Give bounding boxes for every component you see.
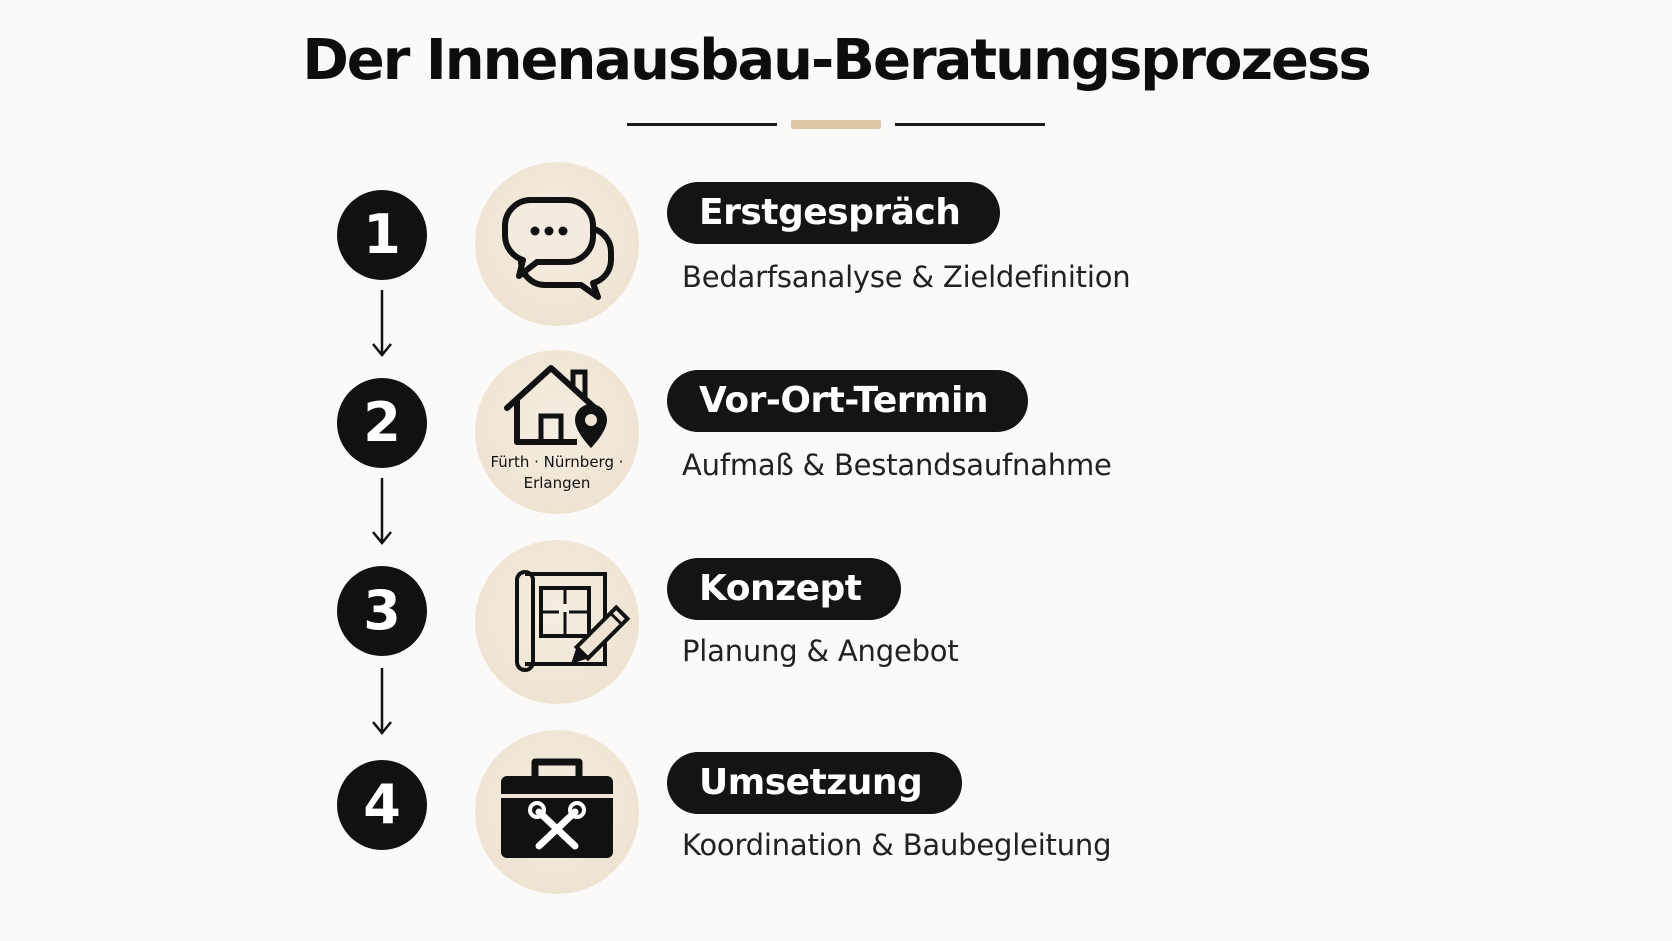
step-description: Planung & Angebot bbox=[682, 634, 959, 668]
step-number-badge: 4 bbox=[337, 760, 427, 850]
house-location-icon: Fürth · Nürnberg · Erlangen bbox=[475, 350, 639, 514]
toolbox-icon bbox=[475, 730, 639, 894]
step-title-pill: Umsetzung bbox=[667, 752, 963, 814]
step-number-badge: 3 bbox=[337, 566, 427, 656]
divider-accent bbox=[791, 120, 881, 129]
step-description: Aufmaß & Bestandsaufnahme bbox=[682, 448, 1112, 482]
title-divider bbox=[0, 120, 1672, 132]
blueprint-pencil-icon bbox=[475, 540, 639, 704]
process-step-3: 3 Konzept Planung & Angebot bbox=[0, 538, 1672, 708]
step-title-pill: Vor-Ort-Termin bbox=[667, 370, 1028, 432]
step-number-badge: 1 bbox=[337, 190, 427, 280]
down-arrow-icon bbox=[370, 668, 394, 738]
down-arrow-icon bbox=[370, 290, 394, 360]
step-description: Koordination & Baubegleitung bbox=[682, 828, 1112, 862]
down-arrow-icon bbox=[370, 478, 394, 548]
step-title-pill: Konzept bbox=[667, 558, 902, 620]
step-number-badge: 2 bbox=[337, 378, 427, 468]
location-caption-line1: Fürth · Nürnberg · bbox=[490, 453, 624, 471]
location-caption-line2: Erlangen bbox=[523, 474, 591, 492]
page-title: Der Innenausbau-Beratungsprozess bbox=[302, 28, 1371, 93]
chat-bubbles-icon bbox=[475, 162, 639, 326]
process-step-1: 1 Erstgespräch Bedarfsanalyse & Zieldefi… bbox=[0, 160, 1672, 330]
step-description: Bedarfsanalyse & Zieldefinition bbox=[682, 260, 1131, 294]
divider-line-right bbox=[895, 123, 1045, 126]
step-title-pill: Erstgespräch bbox=[667, 182, 1001, 244]
divider-line-left bbox=[627, 123, 777, 126]
process-step-2: 2 Fürth · Nürnberg · Erlangen Vor-Ort-Te… bbox=[0, 348, 1672, 518]
process-step-4: 4 Umsetzung Koordination & Baubegleitung bbox=[0, 728, 1672, 898]
